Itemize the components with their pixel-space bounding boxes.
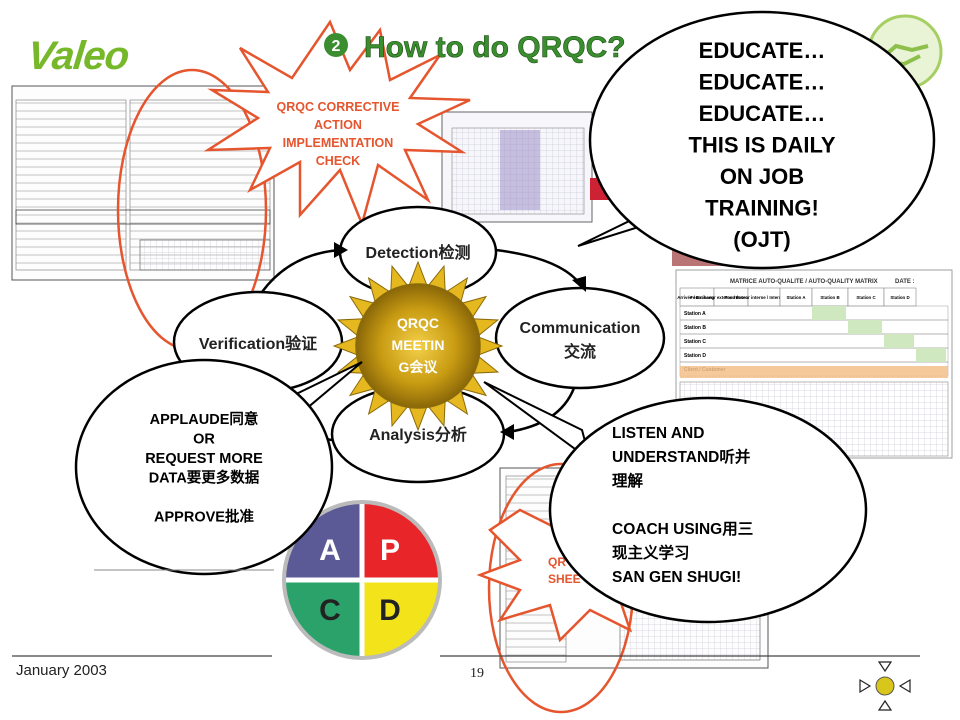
analysis-label: Analysis分析 [369, 425, 467, 444]
applaude-line: DATA要更多数据 [149, 469, 260, 487]
applaude-line: APPLAUDE同意 [150, 410, 259, 428]
feedback-form-image [11, 85, 275, 281]
valeo-logo: Valeo [25, 34, 131, 78]
burst-line-4: CHECK [316, 154, 360, 168]
educate-line: (OJT) [733, 227, 790, 252]
sheet-burst-line-1: QR [548, 555, 566, 569]
applaude-line: APPROVE批准 [154, 508, 254, 526]
page-number: 19 [470, 666, 484, 681]
listen-line: 理解 [612, 471, 644, 490]
pdca-d-letter: D [379, 594, 401, 627]
matrix-header: Station B [820, 295, 839, 300]
listen-line: SAN GEN SHUGI! [612, 569, 741, 586]
navigation-flower-icon[interactable] [859, 661, 911, 711]
matrix-header: Fournisseur externe / External supplier [690, 295, 772, 300]
pdca-c-letter: C [319, 594, 341, 627]
page-title: How to do QRQC? [364, 31, 626, 64]
pdca-check-quadrant [286, 580, 362, 656]
applaude-line: OR [193, 432, 215, 448]
sheet-burst-line-2: SHEE [548, 572, 581, 586]
qrqc-meeting-hub: QRQC MEETIN G会议 [332, 260, 504, 432]
pdca-a-letter: A [319, 534, 341, 567]
matrix-header: Fournisseur interne / Internal supplier [724, 295, 803, 300]
detection-label: Detection检测 [366, 243, 471, 262]
pdca-do-quadrant [362, 580, 438, 656]
listen-line: COACH USING用三 [612, 520, 753, 538]
listen-line: LISTEN AND [612, 425, 704, 442]
burst-line-2: ACTION [314, 118, 362, 132]
communication-label: Communication [520, 320, 641, 337]
matrix-header: Station C [856, 295, 876, 300]
matrix-row-label: Station A [684, 311, 706, 317]
educate-line: TRAINING! [705, 196, 819, 221]
matrix-date-label: DATE : [895, 279, 915, 285]
burst-line-3: IMPLEMENTATION [283, 136, 394, 150]
hub-line-2: MEETIN [392, 337, 445, 353]
matrix-header: Station A [786, 295, 806, 300]
pdca-wheel: P D C A [282, 500, 442, 660]
communication-label-cn: 交流 [564, 342, 596, 361]
matrix-row-label: Station D [684, 353, 706, 359]
pdca-act-quadrant [286, 504, 362, 580]
hub-line-3: G会议 [399, 359, 439, 375]
educate-line: EDUCATE… [699, 38, 826, 63]
educate-line: EDUCATE… [699, 70, 826, 95]
matrix-row-label: Station B [684, 325, 706, 331]
communication-oval [494, 286, 666, 390]
educate-line: THIS IS DAILY [688, 133, 835, 158]
matrix-header: Station D [890, 295, 909, 300]
matrix-title: MATRICE AUTO-QUALITE / AUTO-QUALITY MATR… [730, 279, 878, 285]
footer-date: January 2003 [16, 662, 107, 679]
title-bullet-icon: 2 [324, 33, 348, 57]
educate-speech-bubble [577, 10, 936, 270]
listen-line: 现主义学习 [612, 543, 690, 562]
applaude-speech-bubble [74, 358, 363, 576]
burst-line-1: QRQC CORRECTIVE [277, 100, 400, 114]
pdca-p-letter: P [380, 534, 400, 567]
educate-line: ON JOB [720, 164, 804, 189]
listen-line: UNDERSTAND听并 [612, 447, 751, 466]
matrix-header: Arrivée / Exchange [677, 295, 717, 300]
verification-label: Verification验证 [199, 334, 317, 353]
svg-text:2: 2 [332, 38, 341, 55]
educate-line: EDUCATE… [699, 101, 826, 126]
matrix-row-label: Station C [684, 339, 706, 345]
listen-speech-bubble [483, 381, 868, 624]
pdca-plan-quadrant [362, 504, 438, 580]
applaude-line: REQUEST MORE [145, 451, 263, 467]
hub-line-1: QRQC [397, 315, 439, 331]
